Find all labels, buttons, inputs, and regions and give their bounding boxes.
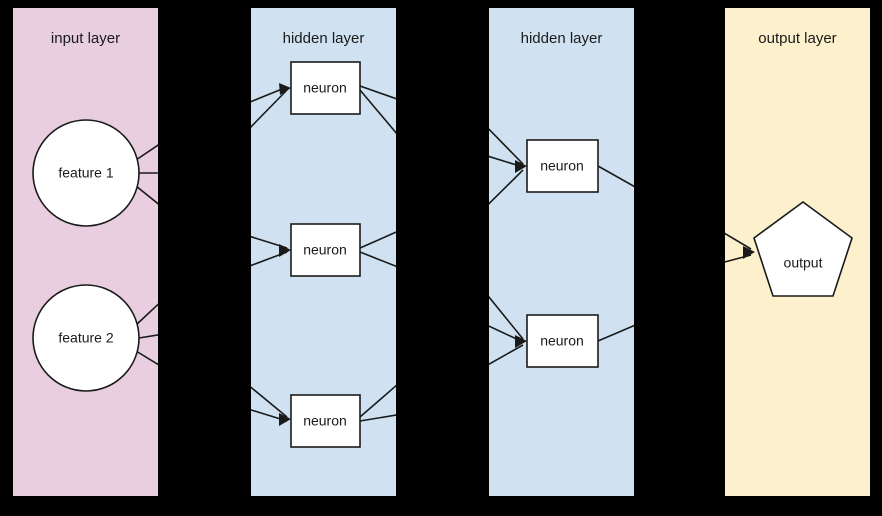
node-label-hidden1-neuron-3: neuron: [303, 413, 347, 429]
layer-title-hidden-1: hidden layer: [282, 30, 365, 47]
edges-from-feature-1: [135, 144, 158, 205]
node-hidden1-neuron-2[interactable]: neuron: [290, 223, 361, 277]
layer-title-output: output layer: [758, 30, 837, 47]
node-feature-1[interactable]: feature 1: [32, 119, 140, 227]
node-label-hidden2-neuron-1: neuron: [540, 158, 584, 174]
node-label-hidden1-neuron-2: neuron: [303, 242, 347, 258]
edges-into-hidden1-neuron-1: [251, 83, 291, 128]
node-label-feature-2: feature 2: [58, 330, 113, 346]
node-label-output: output: [784, 255, 823, 271]
node-label-hidden1-neuron-1: neuron: [303, 80, 347, 96]
output-layer-graphics: output: [725, 201, 853, 297]
layer-panel-hidden-2: hidden layer: [489, 8, 634, 496]
node-hidden1-neuron-1[interactable]: neuron: [290, 61, 361, 115]
node-output[interactable]: output: [753, 201, 853, 297]
layer-panel-input: input layer feature 1 feature: [13, 8, 158, 496]
edges-from-hidden1-neuron-3: [359, 384, 396, 422]
node-hidden2-neuron-1[interactable]: neuron: [526, 139, 599, 193]
edges-into-hidden2-neuron-2: [489, 295, 527, 366]
layer-title-hidden-2: hidden layer: [520, 30, 603, 47]
layer-title-input: input layer: [50, 30, 121, 47]
edges-into-hidden1-neuron-2: [251, 235, 291, 267]
edges-from-hidden2-neuron-2: [597, 324, 634, 342]
edges-into-hidden1-neuron-3: [251, 386, 291, 426]
edges-from-hidden1-neuron-1: [359, 85, 396, 134]
edges-from-hidden2-neuron-1: [597, 165, 634, 188]
node-feature-2[interactable]: feature 2: [32, 284, 140, 392]
edges-from-hidden1-neuron-2: [359, 231, 396, 268]
hidden-layer-1-graphics: neuron neuron neuron: [251, 61, 396, 448]
layer-panel-hidden-1: hidden layer: [251, 8, 396, 496]
layer-panel-output: output layer output: [725, 8, 870, 496]
node-hidden1-neuron-3[interactable]: neuron: [290, 394, 361, 448]
edges-into-output-node: [725, 232, 755, 263]
hidden-layer-2-graphics: neuron neuron: [489, 128, 634, 368]
node-label-feature-1: feature 1: [58, 165, 113, 181]
input-layer-graphics: feature 1 feature 2: [32, 119, 158, 392]
node-label-hidden2-neuron-2: neuron: [540, 333, 584, 349]
node-hidden2-neuron-2[interactable]: neuron: [526, 314, 599, 368]
edges-into-hidden2-neuron-1: [489, 128, 527, 205]
edges-from-feature-2: [135, 303, 158, 366]
